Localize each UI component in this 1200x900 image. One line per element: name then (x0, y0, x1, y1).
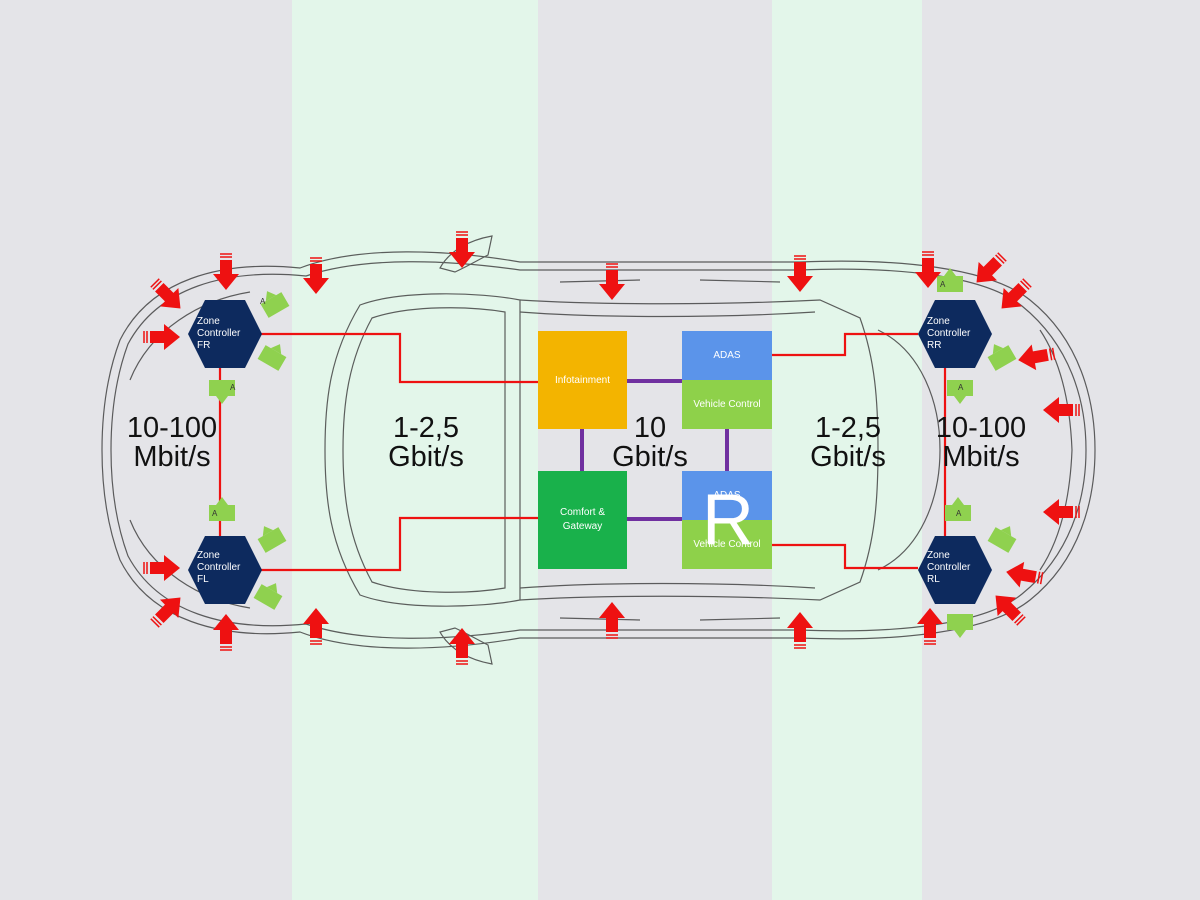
actuator-label: A (230, 383, 236, 392)
actuator-icon (947, 614, 973, 638)
adas-bottom-label: ADAS (713, 490, 741, 501)
actuator-icon (937, 268, 963, 292)
sensor-arrow-icon (143, 323, 181, 351)
adas-top-block (682, 331, 772, 380)
actuator-label: A (940, 280, 946, 289)
sensor-arrow-icon (991, 273, 1037, 319)
adas-bottom-block (682, 471, 772, 520)
speed-label-left-outer: 10-100 Mbit/s (126, 412, 218, 473)
sensor-arrow-icon (145, 587, 191, 633)
comfort-gateway-block (538, 471, 627, 569)
band-green-right (772, 0, 922, 900)
band-left (0, 0, 292, 900)
speed-label-right-outer: 10-100 Mbit/s (935, 412, 1027, 473)
sensor-arrow-icon (1015, 340, 1057, 374)
speed-label-left-inner: 1-2,5 Gbit/s (388, 412, 464, 473)
vehicle-control-bottom-label: Vehicle Control (693, 539, 761, 550)
zone-controller-rl-hex (918, 536, 992, 604)
central-backbone (580, 379, 729, 521)
zone-controller-fr-hex (188, 300, 262, 368)
actuator-icon (945, 497, 971, 521)
actuator-icon (253, 583, 283, 610)
vehicle-control-top-label: Vehicle Control (693, 399, 761, 410)
actuator-icon (987, 344, 1017, 371)
vehicle-control-top-block (682, 380, 772, 429)
zone-controller-fr: Zone Controller FR (197, 316, 241, 351)
vehicle-control-bottom-block (682, 520, 772, 569)
zone-controller-fl-hex (188, 536, 262, 604)
zone-controller-rr: Zone Controller RR (927, 316, 971, 351)
actuator-icon (947, 380, 973, 404)
actuator-icon (257, 344, 287, 371)
sensor-arrow-icon (302, 607, 330, 645)
sensor-arrow-icon (1003, 558, 1045, 592)
band-green-left (292, 0, 538, 900)
comfort-gateway-label: Comfort & Gateway (559, 507, 605, 532)
actuator-icon (987, 526, 1017, 553)
adas-top-label: ADAS (713, 350, 741, 361)
redundancy-mark: R (702, 480, 754, 560)
infotainment-label: Infotainment (554, 374, 611, 386)
sensor-arrow-icon (212, 253, 240, 291)
actuator-label: A (956, 509, 962, 518)
sensor-arrow-icon (145, 273, 191, 319)
speed-label-right-inner: 1-2,5 Gbit/s (810, 412, 886, 473)
actuator-icon (209, 497, 235, 521)
infotainment-block (538, 331, 627, 429)
actuator-label: A (260, 297, 266, 306)
actuator-icon (260, 291, 290, 318)
sensor-arrow-icon (1042, 396, 1080, 424)
band-center (538, 0, 772, 900)
actuator-icons (209, 268, 1017, 638)
band-right (922, 0, 1200, 900)
actuator-label: A (958, 383, 964, 392)
actuator-icon (209, 380, 235, 404)
actuator-label: A (212, 509, 218, 518)
zone-controller-rr-hex (918, 300, 992, 368)
zone-controller-fl: Zone Controller FL (197, 550, 241, 585)
speed-label-center: 10 Gbit/s (612, 412, 688, 473)
actuator-icon (257, 526, 287, 553)
zone-controller-rl: Zone Controller RL (927, 550, 971, 585)
